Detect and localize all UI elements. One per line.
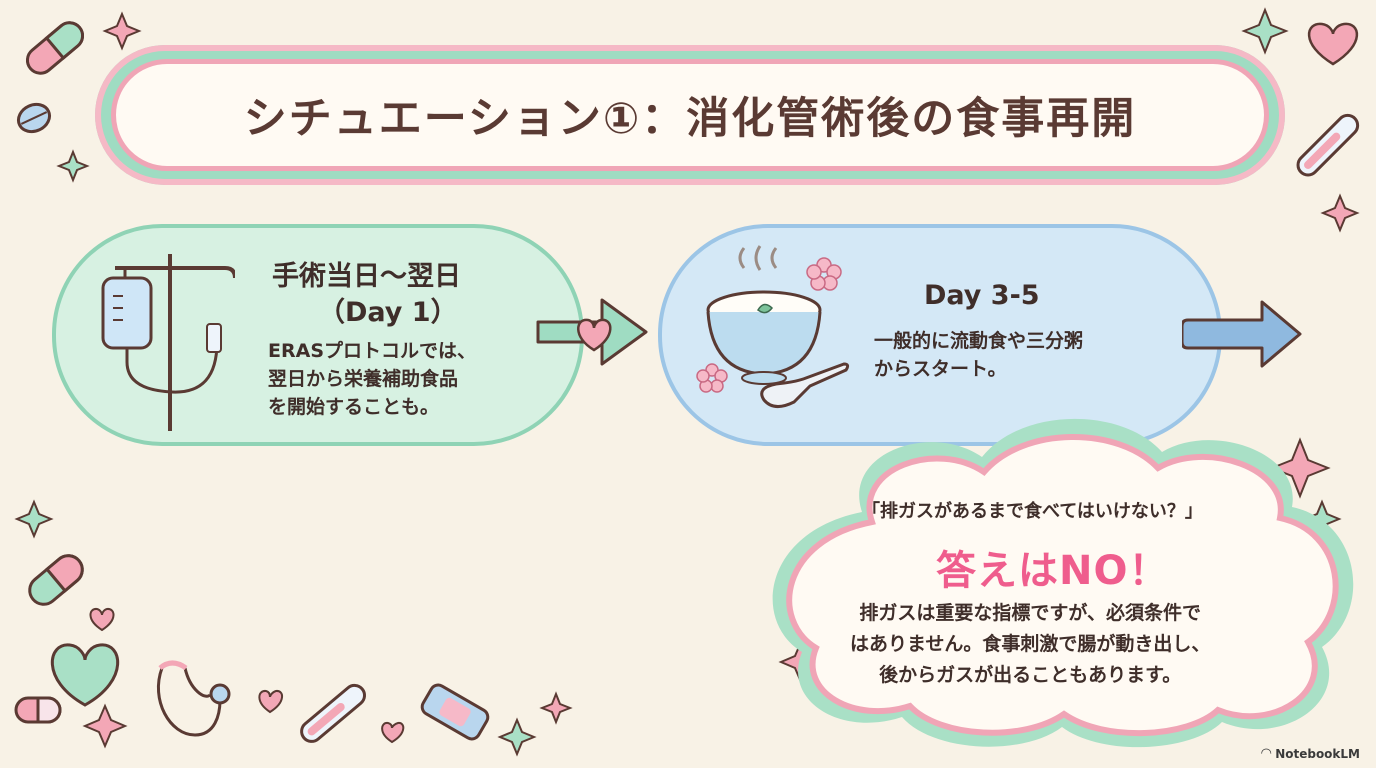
speech-cloud: [772, 418, 1354, 748]
heart-icon: [577, 318, 612, 352]
title-banner: シチュエーション①：消化管術後の食事再開: [95, 45, 1285, 185]
step1-title: 手術当日〜翌日: [272, 261, 461, 292]
brand-label: NotebookLM: [1275, 746, 1360, 761]
sparkle-icon: [1269, 437, 1331, 499]
thermometer-icon: [300, 683, 367, 743]
sparkle-icon: [82, 703, 128, 749]
bandage-icon: [420, 683, 490, 741]
sparkle-icon: [102, 11, 142, 51]
heart-icon: [50, 643, 120, 707]
thermometer-icon: [1296, 113, 1360, 177]
rice-porridge-bowl-icon: [696, 245, 850, 408]
heart-icon: [381, 721, 405, 744]
notebooklm-logo-icon: ◠: [1261, 746, 1272, 761]
sparkle-icon: [14, 499, 54, 539]
pill-icon: [14, 696, 62, 724]
pill-icon: [25, 21, 85, 75]
heart-icon: [258, 689, 283, 714]
step2-description: 一般的に流動食や三分粥 からスタート。: [874, 330, 1084, 380]
arrow-right-icon: [1182, 300, 1302, 368]
sparkle-icon: [1320, 193, 1360, 233]
page-title: シチュエーション①：消化管術後の食事再開: [243, 94, 1137, 144]
callout-question: 「排ガスがあるまで食べてはいけない？」: [862, 501, 1203, 522]
sparkle-icon: [1241, 7, 1289, 55]
sparkle-icon: [497, 717, 537, 757]
tablet-icon: [16, 102, 52, 134]
sakura-icon: [806, 257, 842, 291]
heart-icon: [89, 607, 115, 632]
step2-title: Day 3-5: [924, 280, 1040, 311]
sakura-icon: [696, 363, 728, 393]
title-banner-inner: シチュエーション①：消化管術後の食事再開: [111, 59, 1269, 171]
stethoscope-icon: [156, 660, 231, 737]
step1-subtitle: （Day 1）: [318, 297, 458, 328]
sparkle-icon: [56, 149, 90, 183]
pill-icon: [28, 554, 84, 606]
callout-explanation: 排ガスは重要な指標ですが、必須条件で はありません。食事刺激で腸が動き出し、 後…: [850, 602, 1211, 686]
arrow-right-icon: [536, 298, 648, 366]
sparkle-icon: [539, 691, 573, 725]
heart-icon: [1307, 22, 1359, 66]
spoon-icon: [760, 362, 850, 408]
callout-answer: 答えはNO！: [936, 548, 1170, 594]
step1-description: ERASプロトコルでは、 翌日から栄養補助食品 を開始することも。: [268, 340, 476, 418]
notebooklm-brand: ◠ NotebookLM: [1261, 746, 1360, 761]
iv-drip-icon: [101, 254, 235, 431]
